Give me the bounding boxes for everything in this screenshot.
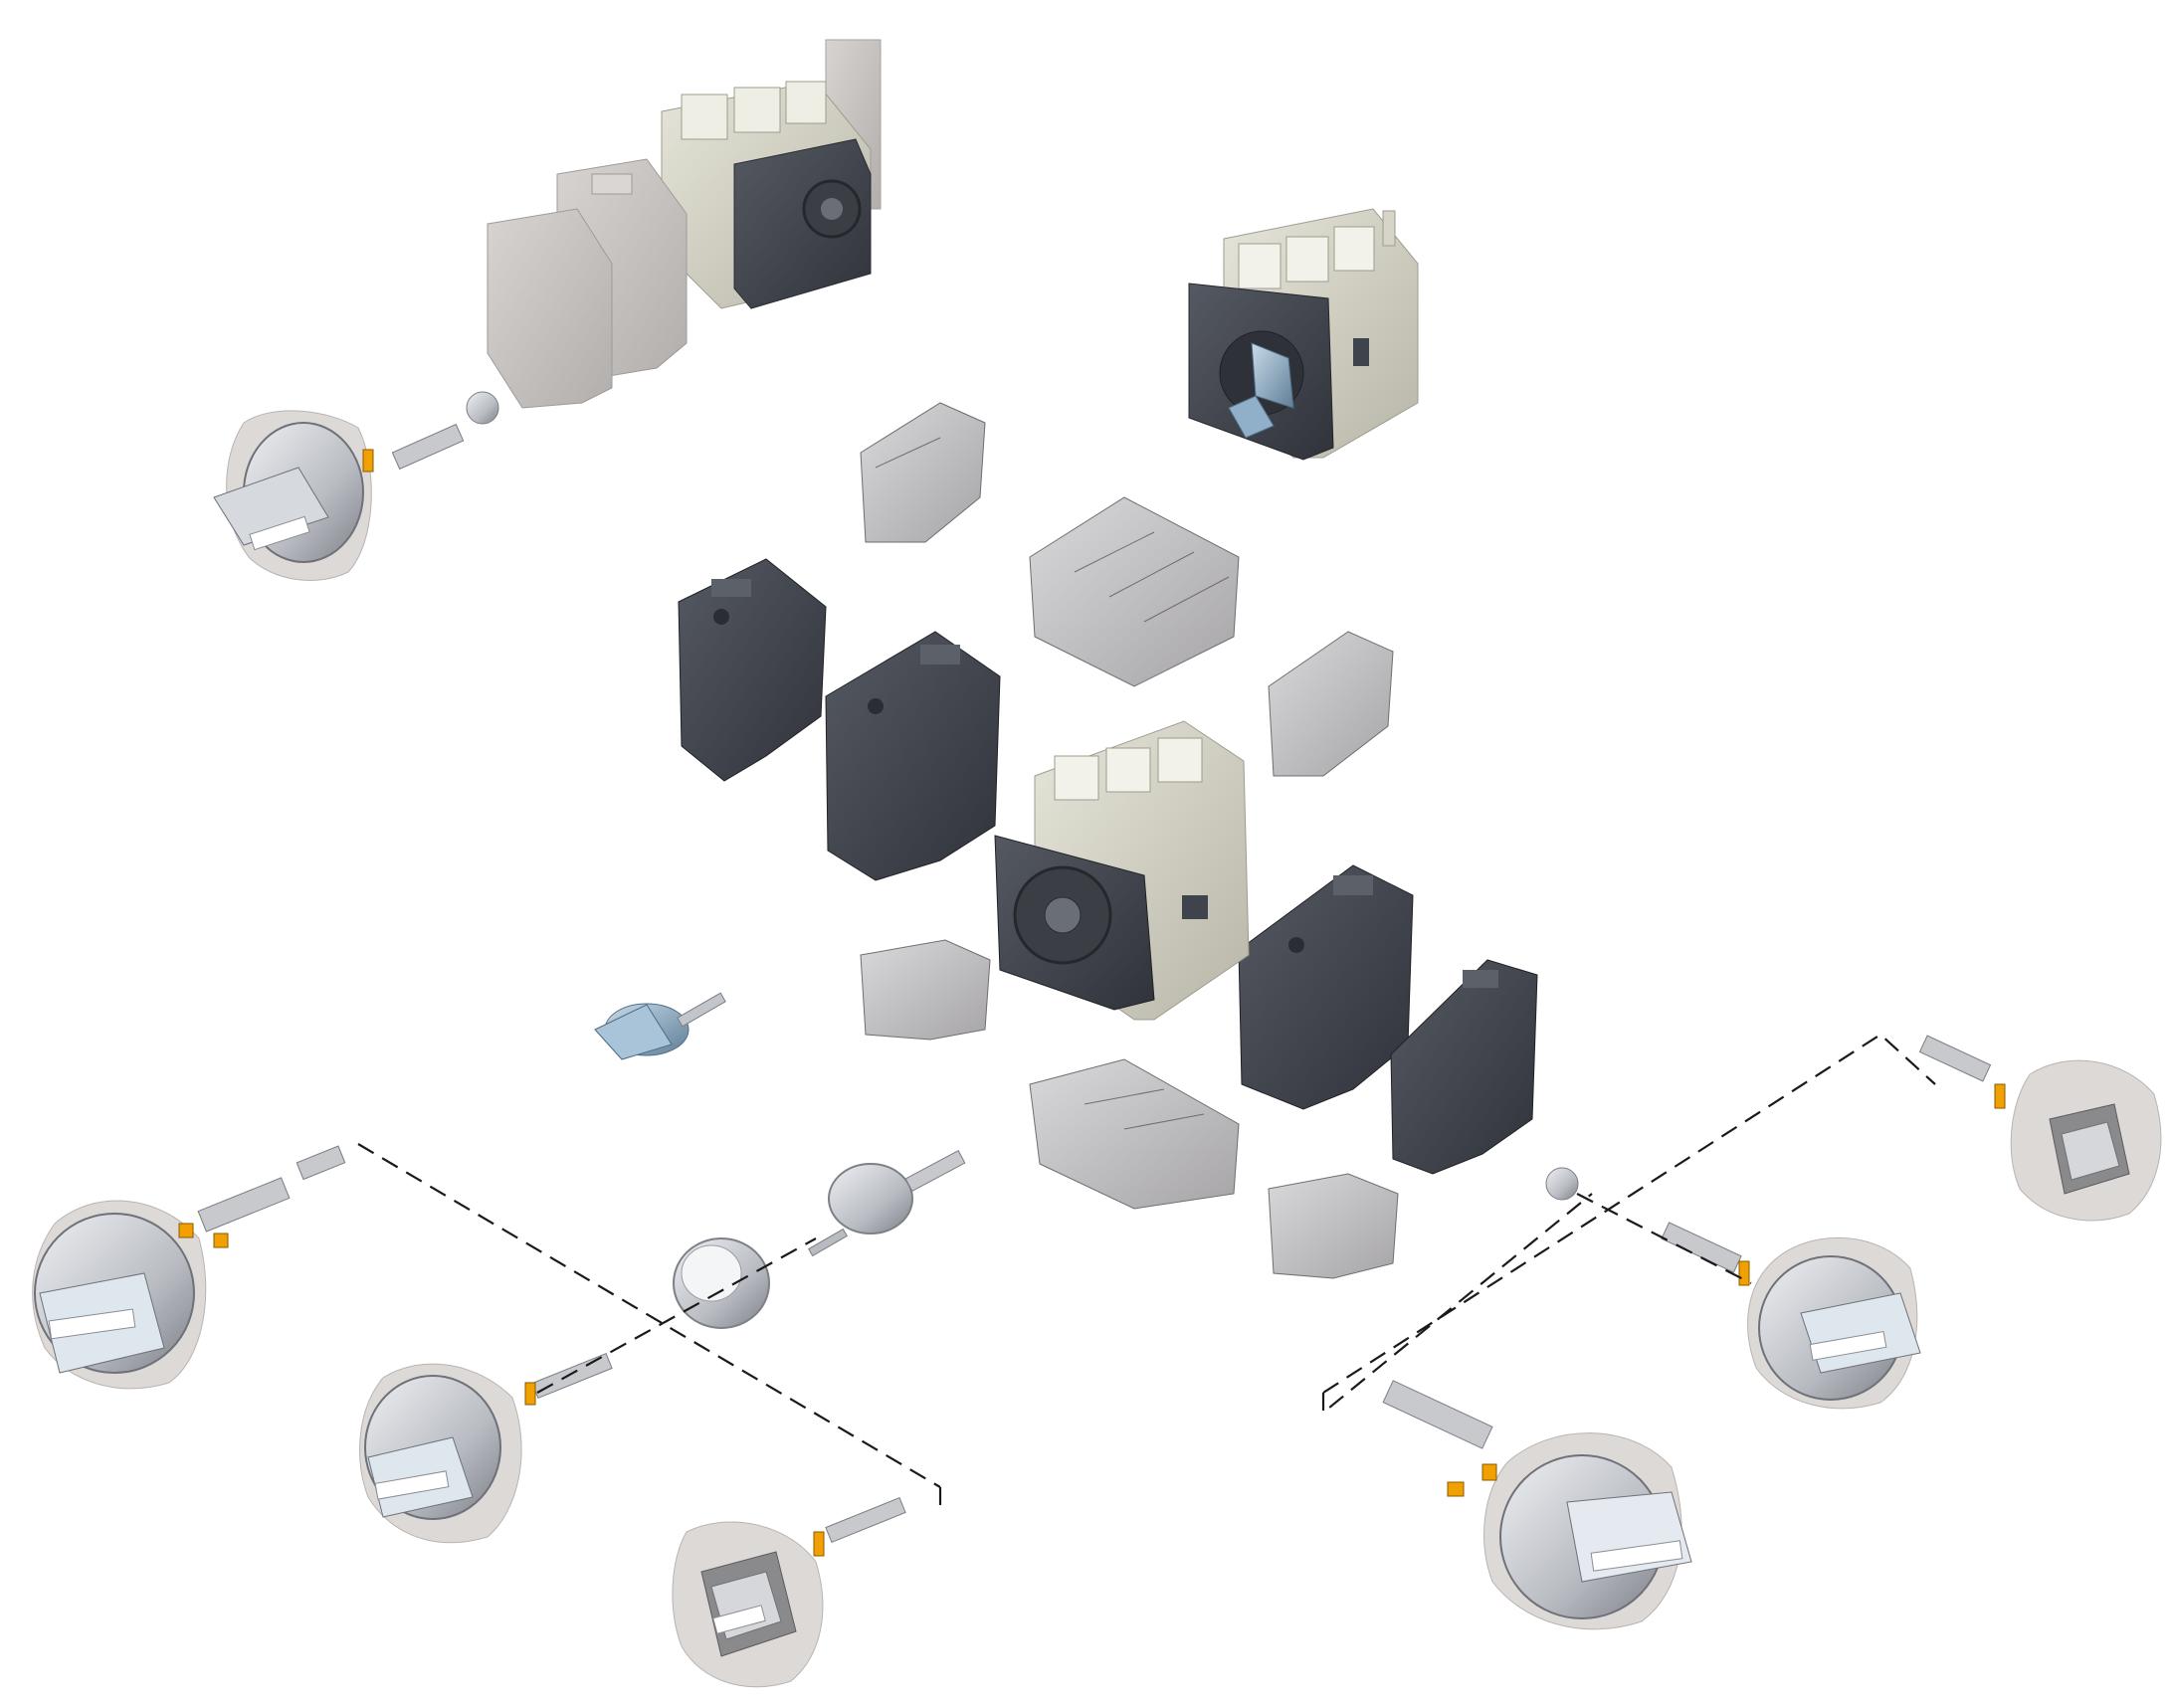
dashed-line-left-top (357, 1143, 941, 1488)
terminal-shroud-single-bottom-right (1268, 1173, 1399, 1279)
shaft-top-left (362, 391, 499, 473)
handle-right-lockable (1382, 1380, 1692, 1630)
switch-with-handle (1188, 208, 1419, 461)
switch-center (994, 720, 1250, 1021)
handle-right-mid (1545, 1167, 1921, 1410)
adapter-ring (673, 1237, 770, 1329)
terminal-shroud-single-top (860, 402, 986, 543)
handle-right-top (1918, 1035, 2162, 1222)
dashed-line-left-cross (536, 1237, 817, 1394)
dashed-line-right-lower (1321, 1193, 1593, 1416)
handle-left-bottom (672, 1496, 906, 1688)
aux-contact-left-1 (678, 558, 827, 782)
dashed-line-right-mid (1576, 1193, 1752, 1284)
dashed-assembly-lines (357, 1033, 1936, 1512)
knob-blue (594, 992, 726, 1060)
aux-contact-left-2 (825, 631, 1001, 881)
terminal-shroud-triple-top (1029, 496, 1240, 687)
dashed-line-right (1322, 1033, 1936, 1394)
terminal-shroud-single-bottom-left (860, 939, 991, 1041)
ghost-switch-top (661, 39, 882, 309)
terminal-shroud-single-right (1268, 631, 1394, 777)
shaft-coupler (807, 1150, 966, 1257)
aux-contact-right-2 (1390, 959, 1538, 1175)
handle-left-mid (359, 1352, 613, 1544)
terminal-shroud-triple-bottom (1029, 1058, 1240, 1210)
handle-left-lockable (32, 1145, 346, 1390)
rotary-handle-top-left (213, 410, 372, 581)
aux-contact-right-1 (1238, 864, 1414, 1110)
ghost-aux-contact-1 (487, 208, 613, 409)
